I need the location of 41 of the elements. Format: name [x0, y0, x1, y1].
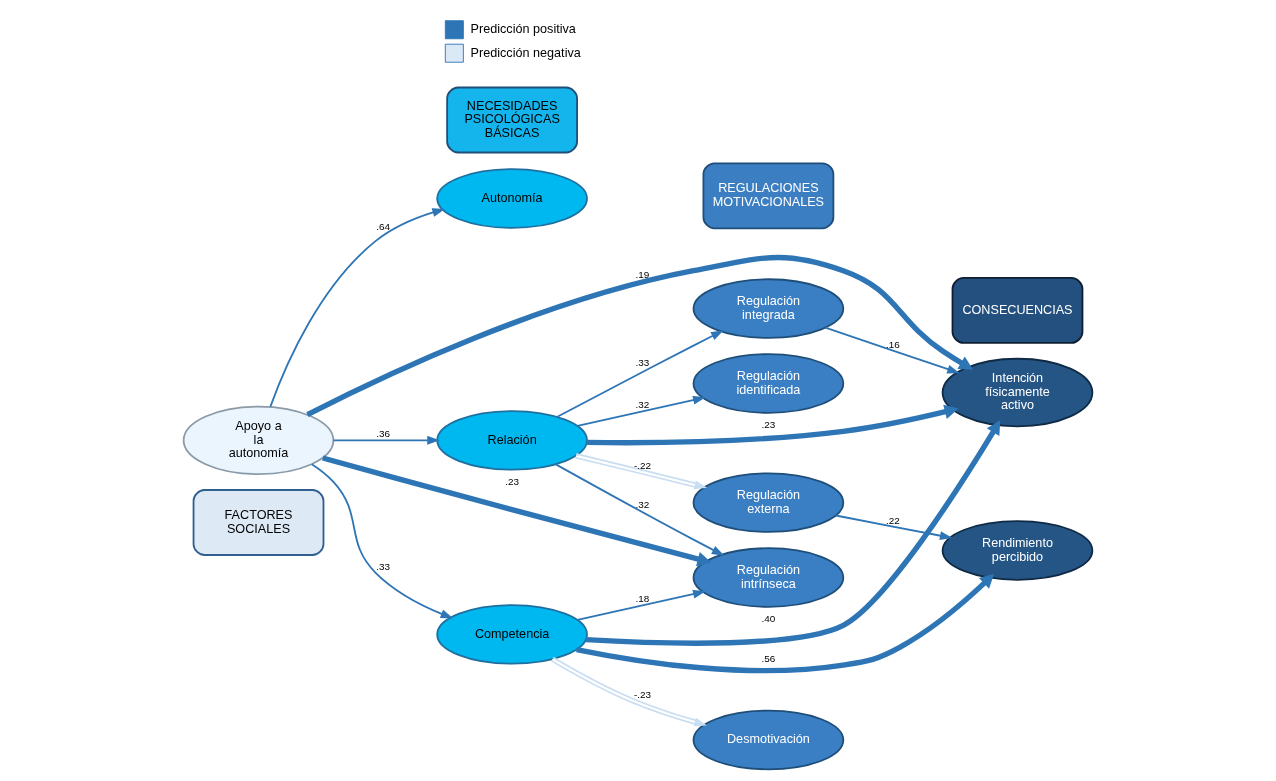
node-box: FACTORES SOCIALES: [192, 489, 325, 556]
legend-label: Predicción negativa: [470, 45, 581, 60]
arrow: [550, 656, 707, 727]
arrow: [824, 326, 960, 374]
edge-label: .40: [761, 613, 776, 625]
arrow: [310, 463, 454, 619]
edge-label: .16: [886, 339, 900, 351]
arrow: [576, 395, 706, 427]
arrow: [835, 514, 953, 541]
node-ellipse: Relación: [436, 410, 588, 471]
arrow: [585, 420, 1001, 646]
edge-label: .33: [635, 357, 650, 369]
node-box: CONSECUENCIAS: [951, 277, 1084, 344]
arrow: [587, 404, 959, 446]
arrow: [574, 453, 708, 490]
node-ellipse: Apoyo a la autonomía: [182, 405, 335, 476]
arrow: [556, 330, 724, 418]
edge-label: .23: [505, 476, 519, 488]
arrow: [332, 435, 440, 445]
arrow: [322, 455, 712, 567]
arrow: [576, 589, 706, 621]
arrow: [306, 254, 974, 418]
node-box: NECESIDADES PSICOLÓGICAS BÁSICAS: [446, 86, 578, 154]
edge-label: .36: [376, 428, 390, 440]
edge-label: .56: [761, 653, 776, 665]
edge-label: .32: [635, 498, 650, 510]
edge-label: .33: [376, 561, 390, 573]
edge-label: .22: [886, 515, 900, 527]
edge-label: .23: [761, 419, 776, 431]
edge-label: .18: [635, 592, 650, 604]
legend-label: Predicción positiva: [470, 22, 576, 37]
edge-label: -.23: [633, 689, 652, 701]
arrow: [576, 573, 995, 674]
arrow: [554, 463, 725, 556]
edge-label: .19: [635, 268, 650, 280]
node-box: REGULACIONES MOTIVACIONALES: [702, 162, 835, 230]
node-ellipse: Autonomía: [436, 168, 588, 229]
edge-label: .64: [376, 220, 390, 232]
edge-label: -.22: [633, 460, 652, 472]
arrow: [269, 208, 446, 408]
edge-label: .32: [635, 398, 650, 410]
